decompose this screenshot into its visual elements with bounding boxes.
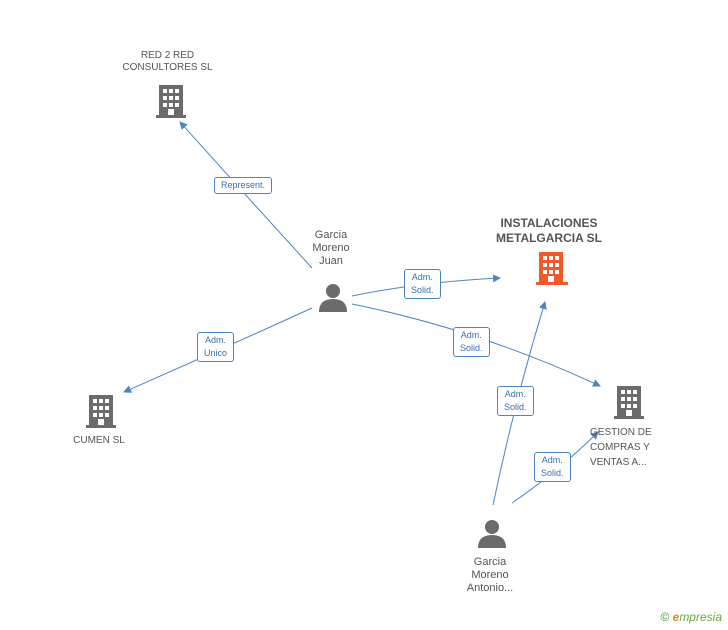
node-label-line: Garcia: [473, 556, 507, 568]
node-label-line: Juan: [319, 255, 343, 267]
building-icon-focus[interactable]: [536, 252, 568, 285]
brand-logo-e: e: [672, 610, 680, 624]
node-label-cumen[interactable]: CUMEN SL: [56, 435, 142, 447]
node-label-gestion[interactable]: GESTION DE COMPRAS Y VENTAS A...: [590, 427, 666, 469]
edge-label-adm-solid[interactable]: Adm. Solid.: [453, 327, 490, 357]
edge-label-line: Solid.: [541, 468, 564, 478]
building-icon[interactable]: [614, 386, 644, 419]
brand-name: mpresia: [679, 610, 722, 624]
node-label-line: Moreno: [312, 242, 350, 254]
building-icon[interactable]: [156, 85, 186, 118]
edge-label-line: Unico: [204, 348, 228, 358]
building-icon[interactable]: [86, 395, 116, 428]
person-icon[interactable]: [478, 520, 506, 548]
edge-juan-red2red: [179, 121, 313, 269]
person-icon[interactable]: [319, 284, 347, 312]
edge-label-line: Represent.: [221, 180, 266, 190]
copyright-symbol: ©: [660, 610, 670, 624]
edge-label-line: Adm.: [411, 272, 433, 282]
node-label-line: Antonio...: [466, 582, 514, 594]
node-label-instalaciones[interactable]: INSTALACIONES METALGARCIA SL: [484, 216, 614, 246]
node-label-line: VENTAS A...: [590, 457, 647, 468]
edge-label-adm-solid[interactable]: Adm. Solid.: [497, 386, 534, 416]
node-label-antonio[interactable]: Garcia Moreno Antonio...: [452, 556, 528, 595]
node-label-line: Garcia: [314, 229, 348, 241]
edge-label-line: Adm.: [504, 389, 526, 399]
footer-brand[interactable]: © empresia: [660, 610, 722, 624]
node-label-red2red[interactable]: RED 2 RED CONSULTORES SL: [110, 50, 225, 74]
node-label-line: CONSULTORES SL: [122, 62, 213, 73]
edge-label-adm-solid[interactable]: Adm. Solid.: [404, 269, 441, 299]
edge-label-adm-unico[interactable]: Adm. Unico: [197, 332, 235, 362]
node-label-line: Moreno: [471, 569, 509, 581]
edge-label-represent[interactable]: Represent.: [214, 177, 273, 194]
node-label-juan[interactable]: Garcia Moreno Juan: [296, 229, 366, 268]
edge-label-line: Solid.: [411, 285, 434, 295]
node-label-line: RED 2 RED: [140, 50, 195, 61]
edge-label-line: Adm.: [205, 335, 227, 345]
edge-label-line: Adm.: [541, 455, 563, 465]
edge-label-line: Adm.: [460, 330, 482, 340]
edge-label-line: Solid.: [504, 402, 527, 412]
edge-label-line: Solid.: [460, 343, 483, 353]
edge-label-adm-solid[interactable]: Adm. Solid.: [534, 452, 571, 482]
node-label-line: COMPRAS Y: [590, 442, 650, 453]
node-label-line: CUMEN SL: [73, 435, 125, 446]
node-label-line: GESTION DE: [590, 427, 652, 438]
node-label-line: INSTALACIONES: [500, 216, 598, 230]
node-label-line: METALGARCIA SL: [496, 231, 602, 245]
